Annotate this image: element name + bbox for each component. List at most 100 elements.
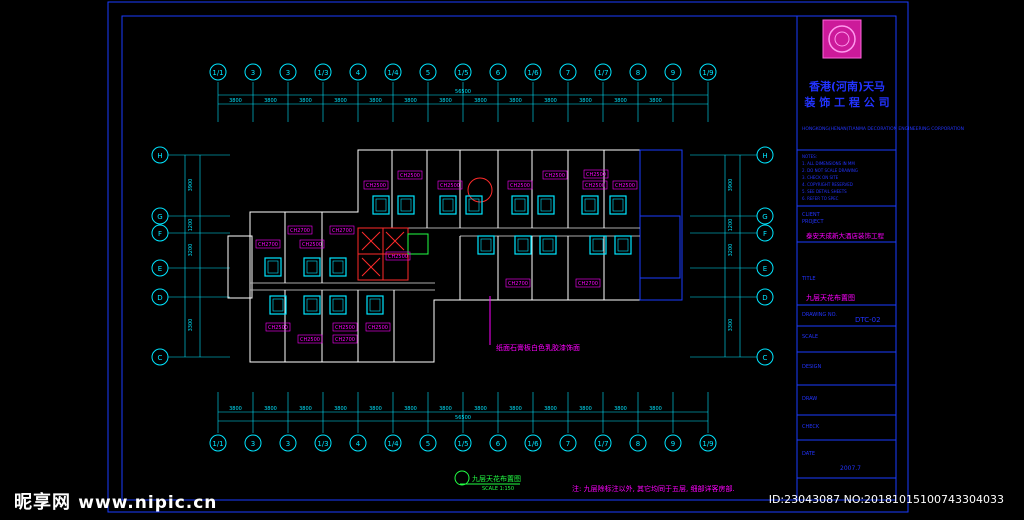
grid-bubble [756,207,774,225]
plan-scale: SCALE 1:150 [482,486,514,492]
bathroom-fixture [439,195,457,215]
grid-bubble [314,63,332,81]
side-dimension-value: 3200 [188,244,194,257]
svg-text:2. DO NOT SCALE DRAWING: 2. DO NOT SCALE DRAWING [802,168,858,173]
ceiling-label-box [297,334,323,344]
grid-bubble-label: G [157,213,162,221]
company-name-cn-2: 装 饰 工 程 公 司 [803,95,889,109]
bathroom-fixture-inner [592,238,604,252]
grid-bubble [664,63,682,81]
grid-bubble [489,434,507,452]
svg-text:4. COPYRIGHT RESERVED: 4. COPYRIGHT RESERVED [802,182,853,187]
grid-bubble [559,434,577,452]
ceiling-label-box [299,239,325,249]
ceiling-height-label: CH2700 [258,242,278,248]
side-dimension-value: 3900 [728,179,734,192]
bathroom-fixture [303,257,321,277]
grid-bubble [489,63,507,81]
ceiling-height-label: CH2700 [332,228,352,234]
ceiling-height-label: CH2500 [510,183,530,189]
ceiling-height-label: CH2700 [290,228,310,234]
drawing-no: DTC-02 [855,316,881,324]
grid-bubble-label: C [763,354,768,362]
dimension-value: 3800 [509,98,522,104]
dimension-value: 3800 [229,98,242,104]
bathroom-fixture-inner [375,198,387,212]
ceiling-label-box [255,239,281,249]
grid-bubble [699,434,717,452]
ceiling-label-box [437,180,463,190]
grid-bubble-label: 8 [636,69,640,77]
bathroom-fixture-inner [442,198,454,212]
ceiling-label-box [265,322,291,332]
grid-bubble-label: 6 [496,69,501,77]
grid-bubble [384,434,402,452]
ceiling-label-box [332,322,358,332]
dimension-value: 3800 [404,98,417,104]
bathroom-fixture [537,195,555,215]
bathroom-fixture [329,257,347,277]
bathroom-fixture [539,235,557,255]
dimension-value: 3800 [474,98,487,104]
grid-bubble [244,434,262,452]
ceiling-label-box [363,180,389,190]
dimension-total: 56500 [455,415,471,421]
grid-bubble [756,146,774,164]
stair-left [227,235,253,299]
grid-bubble [349,434,367,452]
grid-bubble [664,434,682,452]
grid-bubble-label: F [158,230,162,238]
client-label: CLIENT [802,212,821,218]
ceiling-height-label: CH2500 [388,254,408,260]
bathroom-fixture-inner [480,238,492,252]
grid-bubble [419,434,437,452]
bathroom-fixture [581,195,599,215]
grid-bubble-label: 4 [356,69,361,77]
svg-text:NOTES:: NOTES: [802,154,817,159]
dimension-value: 3800 [579,98,592,104]
dimension-value: 3800 [334,98,347,104]
drawing-no-label: DRAWING NO. [802,312,837,318]
grid-bubble-label: 6 [496,440,501,448]
ceiling-height-label: CH2700 [578,281,598,287]
dimension-value: 3800 [439,98,452,104]
grid-bubble [279,63,297,81]
bathroom-fixture-inner [400,198,412,212]
bathroom-fixture [609,195,627,215]
bathroom-fixture-inner [617,238,629,252]
ceiling-label-box [582,180,608,190]
grid-bubble-label: 9 [671,440,675,448]
date-value: 2007.7 [840,465,861,472]
ceiling-height-label: CH2700 [335,337,355,343]
grid-bubble-label: H [762,152,767,160]
grid-bubble-label: F [763,230,767,238]
ceiling-height-label: CH2500 [615,183,635,189]
ceiling-height-label: CH2500 [302,242,322,248]
grid-bubble [151,146,169,164]
grid-bubble-label: 1/6 [527,440,539,448]
grid-bubble-label: 9 [671,69,675,77]
draw-label: DRAW [802,396,817,402]
bathroom-fixture [397,195,415,215]
grid-bubble-label: D [157,294,162,302]
check-label: CHECK [802,424,820,430]
grid-bubble-label: 1/4 [387,69,399,77]
plan-title: 九层天花布置图 [472,474,521,483]
grid-bubble [151,348,169,366]
dimension-value: 3800 [229,406,242,412]
drawing-title: 九层天花布置图 [806,293,855,302]
bathroom-fixture [264,257,282,277]
dimension-value: 3800 [369,406,382,412]
bathroom-fixture-inner [306,298,318,312]
project-name: 泰安天成新大酒店装饰工程 [806,231,885,240]
grid-bubble-label: 1/3 [317,69,328,77]
grid-bubble-label: H [157,152,162,160]
grid-bubble-label: 3 [251,440,255,448]
grid-bubble [756,288,774,306]
fixture-layer [264,195,632,315]
grid-bubble [314,434,332,452]
grid-bubble-label: C [158,354,163,362]
bathroom-fixture-inner [584,198,596,212]
side-dimension-value: 3300 [728,319,734,332]
